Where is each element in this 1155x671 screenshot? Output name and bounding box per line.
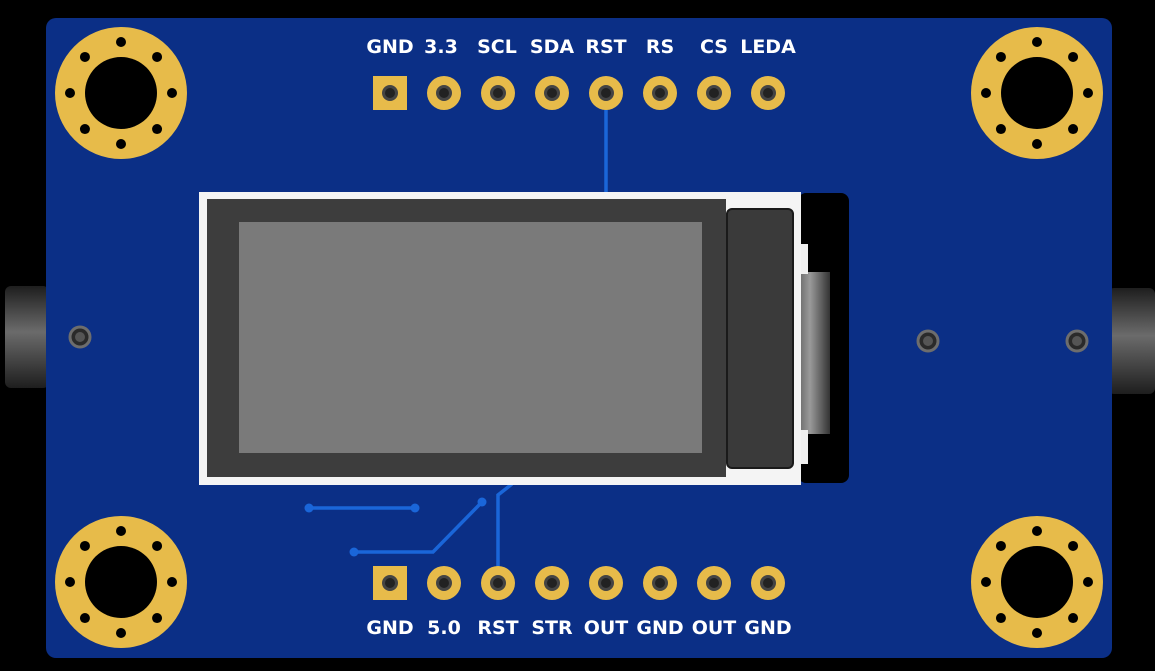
bottom-pin-label-6: GND [636, 617, 683, 639]
top-pin-label-7: CS [700, 36, 728, 58]
mounting-hole-icon [971, 516, 1103, 648]
round-pad-icon [751, 566, 785, 600]
top-pin-label-2: 3.3 [424, 36, 458, 58]
mounting-holes [55, 27, 1103, 648]
right-side-connector [1108, 288, 1155, 394]
display-flex-cover [726, 208, 794, 469]
top-pin-header [373, 76, 785, 110]
round-pad-icon [589, 566, 623, 600]
round-pad-icon [643, 76, 677, 110]
round-pad-icon [697, 76, 731, 110]
side-vias [68, 325, 1089, 353]
round-pad-icon [535, 76, 569, 110]
top-pin-label-6: RS [646, 36, 674, 58]
bottom-pin-labels: GND 5.0 RST STR OUT GND OUT GND [366, 617, 791, 639]
square-pad-icon [373, 76, 407, 110]
via-icon [1065, 329, 1089, 353]
top-pin-label-3: SCL [477, 36, 517, 58]
round-pad-icon [481, 566, 515, 600]
bottom-pin-label-4: STR [531, 617, 573, 639]
via-icon [916, 329, 940, 353]
round-pad-icon [427, 566, 461, 600]
round-pad-icon [535, 566, 569, 600]
bottom-pin-label-3: RST [477, 617, 518, 639]
round-pad-icon [589, 76, 623, 110]
bottom-pin-label-5: OUT [584, 617, 629, 639]
round-pad-icon [427, 76, 461, 110]
left-side-connector [5, 286, 49, 388]
square-pad-icon [373, 566, 407, 600]
round-pad-icon [697, 566, 731, 600]
bottom-pin-label-2: 5.0 [427, 617, 461, 639]
round-pad-icon [481, 76, 515, 110]
round-pad-icon [643, 566, 677, 600]
bottom-pin-header [373, 566, 785, 600]
top-pin-label-8: LEDA [740, 36, 796, 58]
mounting-hole-icon [971, 27, 1103, 159]
display-active-area [239, 222, 702, 453]
lcd-display-module [199, 192, 849, 485]
top-pin-label-1: GND [366, 36, 413, 58]
via-icon [68, 325, 92, 349]
mounting-hole-icon [55, 516, 187, 648]
bottom-pin-label-7: OUT [692, 617, 737, 639]
mounting-hole-icon [55, 27, 187, 159]
top-pin-label-4: SDA [530, 36, 574, 58]
bottom-pin-label-1: GND [366, 617, 413, 639]
top-pin-label-5: RST [585, 36, 626, 58]
round-pad-icon [751, 76, 785, 110]
trace-vias [304, 497, 487, 557]
top-pin-labels: GND 3.3 SCL SDA RST RS CS LEDA [366, 36, 796, 58]
bottom-pin-label-8: GND [744, 617, 791, 639]
